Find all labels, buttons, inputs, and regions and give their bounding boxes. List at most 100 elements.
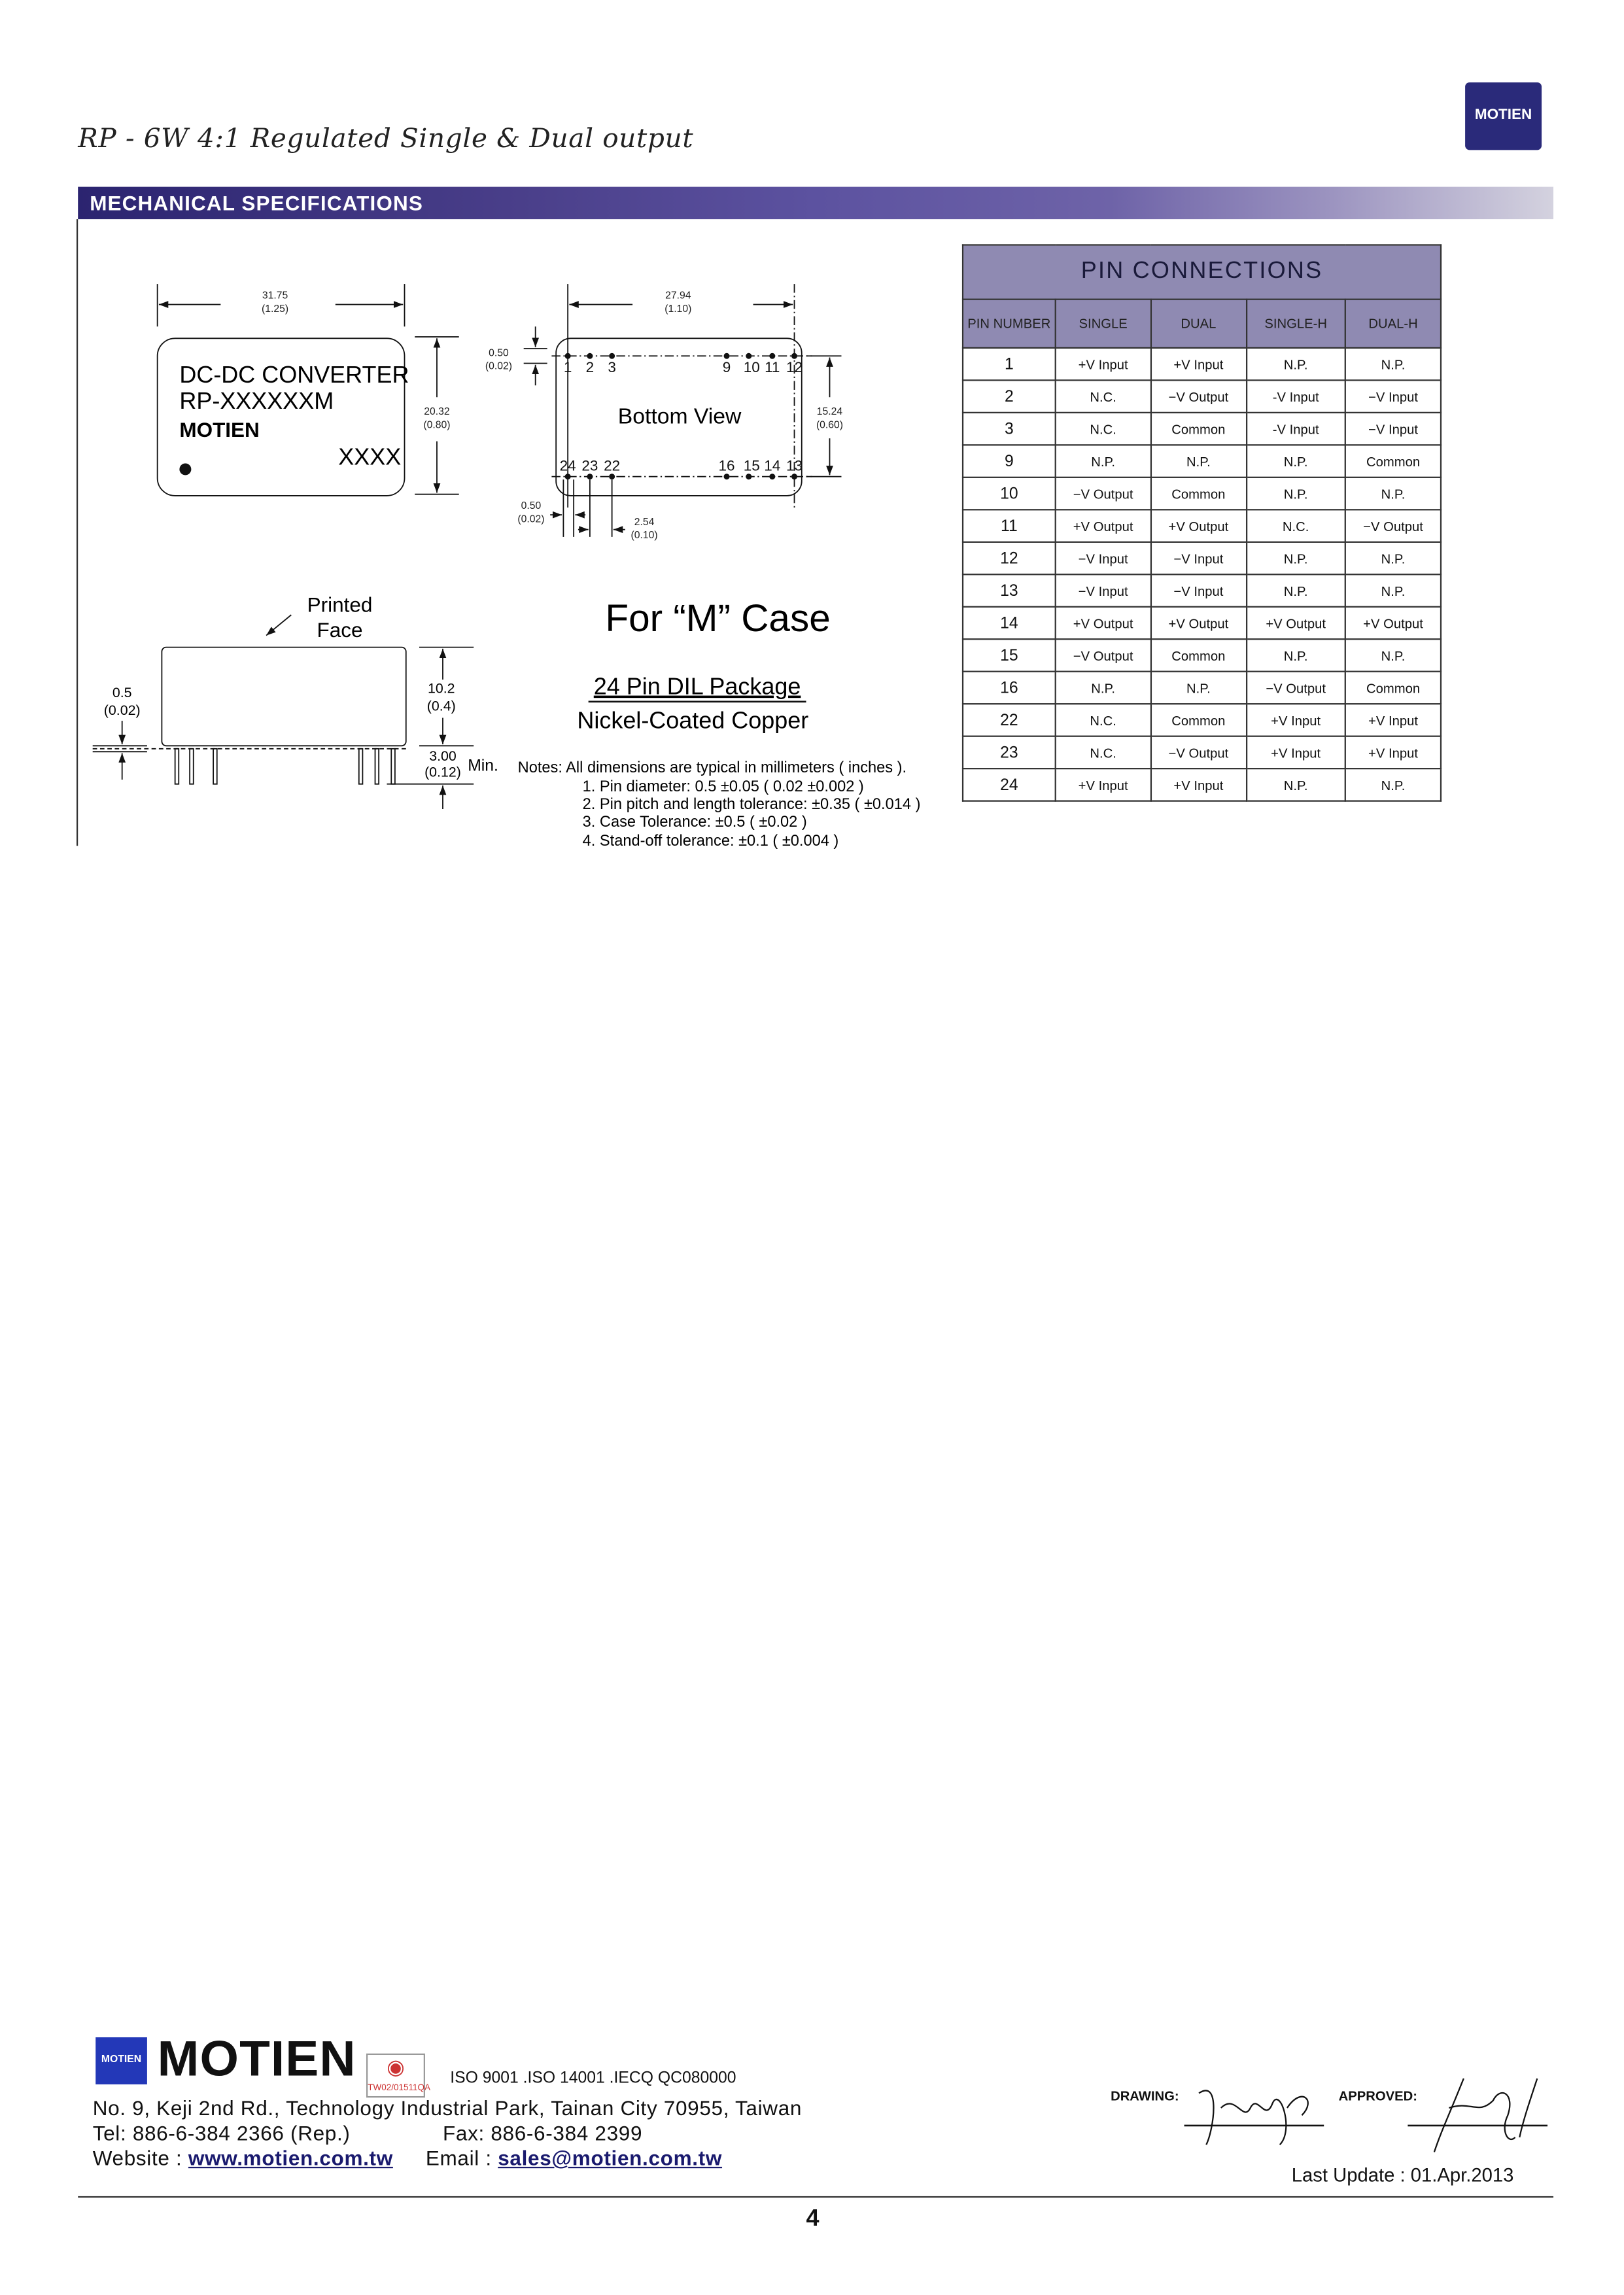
dim-height: 20.32	[424, 406, 449, 417]
pin-function-cell: N.C.	[1054, 703, 1152, 737]
fax: Fax: 886-6-384 2399	[442, 2121, 643, 2145]
pin-function-cell: N.P.	[1245, 768, 1347, 802]
pin-function-cell: N.P.	[1344, 541, 1442, 576]
dim-pin-span-in: (1.10)	[665, 303, 691, 315]
table-row: 14+V Output+V Output+V Output+V Output	[961, 606, 1442, 640]
pin-function-cell: N.P.	[1245, 638, 1347, 672]
pin-function-cell: Common	[1344, 670, 1442, 705]
column-header: SINGLE-H	[1245, 298, 1347, 349]
pin-number-cell: 2	[961, 379, 1056, 413]
pin-label: 3	[608, 359, 616, 375]
notes-title: Notes: All dimensions are typical in mil…	[518, 759, 907, 776]
printed-face-label: Face	[317, 619, 363, 642]
pin-dots	[564, 353, 798, 480]
pin-function-cell: −V Output	[1150, 735, 1247, 770]
pin-function-cell: +V Input	[1245, 735, 1347, 770]
certification-badge: ◉TW02/01511QA	[366, 2053, 430, 2098]
pin-number-cell: 24	[961, 768, 1056, 802]
dim-row-span-in: (0.60)	[816, 419, 843, 430]
dim-pitch: 2.54	[634, 517, 655, 528]
pin-function-cell: Common	[1150, 411, 1247, 446]
pin-function-cell: +V Output	[1150, 606, 1247, 640]
email-link[interactable]: sales@motien.com.tw	[498, 2146, 723, 2170]
dim-offset-left-in: (0.02)	[517, 513, 544, 525]
printed-face-label: Printed	[307, 594, 373, 617]
section-banner: MECHANICAL SPECIFICATIONS	[78, 186, 1554, 220]
pin-function-cell: +V Input	[1150, 347, 1247, 381]
pin-number-cell: 9	[961, 444, 1056, 478]
pin-label: 9	[723, 359, 731, 375]
approved-label: APPROVED:	[1338, 2088, 1418, 2104]
column-header: DUAL-H	[1344, 298, 1442, 349]
pin-label: 1	[564, 359, 572, 375]
pin-function-cell: Common	[1150, 638, 1247, 672]
page-number: 4	[806, 2206, 820, 2232]
dim-pin-length-in: (0.12)	[424, 765, 461, 780]
dim-pin-span: 27.94	[665, 290, 691, 302]
dim-pitch-in: (0.10)	[631, 530, 658, 541]
pin-function-cell: +V Input	[1344, 703, 1442, 737]
pin-function-cell: −V Input	[1150, 574, 1247, 608]
pin-function-cell: +V Input	[1245, 703, 1347, 737]
pin-function-cell: −V Input	[1150, 541, 1247, 576]
pin-function-cell: N.P.	[1344, 347, 1442, 381]
footer-logo-icon: MOTIEN	[95, 2037, 147, 2084]
pin-function-cell: N.P.	[1344, 476, 1442, 511]
pin-function-cell: N.P.	[1054, 670, 1152, 705]
case-label-brand: MOTIEN	[179, 419, 259, 441]
pin-number-cell: 10	[961, 476, 1056, 511]
dim-pin-length: 3.00	[429, 748, 457, 764]
drawing-label: DRAWING:	[1111, 2088, 1179, 2104]
dim-case-height: 10.2	[428, 680, 455, 696]
pin-connections-table: PIN CONNECTIONS PIN NUMBER SINGLE DUAL S…	[961, 244, 1442, 802]
dim-height-in: (0.80)	[423, 419, 450, 430]
pin-function-cell: −V Output	[1054, 476, 1152, 511]
pin-function-cell: −V Output	[1344, 509, 1442, 543]
package-type: 24 Pin DIL Package	[594, 673, 801, 700]
pin-function-cell: +V Input	[1054, 347, 1152, 381]
pin-function-cell: +V Input	[1344, 735, 1442, 770]
pin-function-cell: +V Input	[1054, 768, 1152, 802]
section-title: MECHANICAL SPECIFICATIONS	[90, 191, 423, 215]
bottom-view-title: Bottom View	[618, 404, 742, 429]
address: No. 9, Keji 2nd Rd., Technology Industri…	[92, 2096, 803, 2120]
pin-material: Nickel-Coated Copper	[577, 706, 808, 733]
dim-standoff-in: (0.02)	[104, 702, 141, 718]
case-title: For “M” Case	[605, 597, 830, 640]
pin-function-cell: N.P.	[1245, 347, 1347, 381]
pin-label: 13	[786, 458, 803, 474]
note-item: 1. Pin diameter: 0.5 ±0.05 ( 0.02 ±0.002…	[583, 778, 864, 795]
last-update: Last Update : 01.Apr.2013	[1291, 2164, 1514, 2186]
pin-function-cell: N.P.	[1245, 574, 1347, 608]
table-title: PIN CONNECTIONS	[961, 244, 1442, 300]
pin-function-cell: N.P.	[1245, 444, 1347, 478]
dim-offset-left: 0.50	[521, 500, 542, 511]
website-link[interactable]: www.motien.com.tw	[188, 2146, 393, 2170]
top-view-case	[156, 337, 406, 496]
pin-function-cell: −V Output	[1245, 670, 1347, 705]
pin-function-cell: N.C.	[1245, 509, 1347, 543]
note-item: 3. Case Tolerance: ±0.5 ( ±0.02 )	[583, 814, 807, 831]
pin-label: 22	[604, 458, 620, 474]
pin-label: 12	[786, 359, 803, 375]
pin-label: 16	[719, 458, 735, 474]
iso-certifications: ISO 9001 .ISO 14001 .IECQ QC080000	[450, 2069, 736, 2088]
pin-function-cell: +V Output	[1054, 509, 1152, 543]
document-title: RP - 6W 4:1 Regulated Single & Dual outp…	[78, 123, 694, 155]
pin-function-cell: N.C.	[1054, 411, 1152, 446]
pin-function-cell: Common	[1344, 444, 1442, 478]
pin-function-cell: N.P.	[1344, 574, 1442, 608]
case-label-code: XXXX	[338, 443, 401, 470]
approved-signature	[1408, 2078, 1548, 2152]
pin-function-cell: +V Output	[1150, 509, 1247, 543]
pin-number-cell: 23	[961, 735, 1056, 770]
pin-function-cell: −V Output	[1054, 638, 1152, 672]
pin-function-cell: +V Input	[1150, 768, 1247, 802]
